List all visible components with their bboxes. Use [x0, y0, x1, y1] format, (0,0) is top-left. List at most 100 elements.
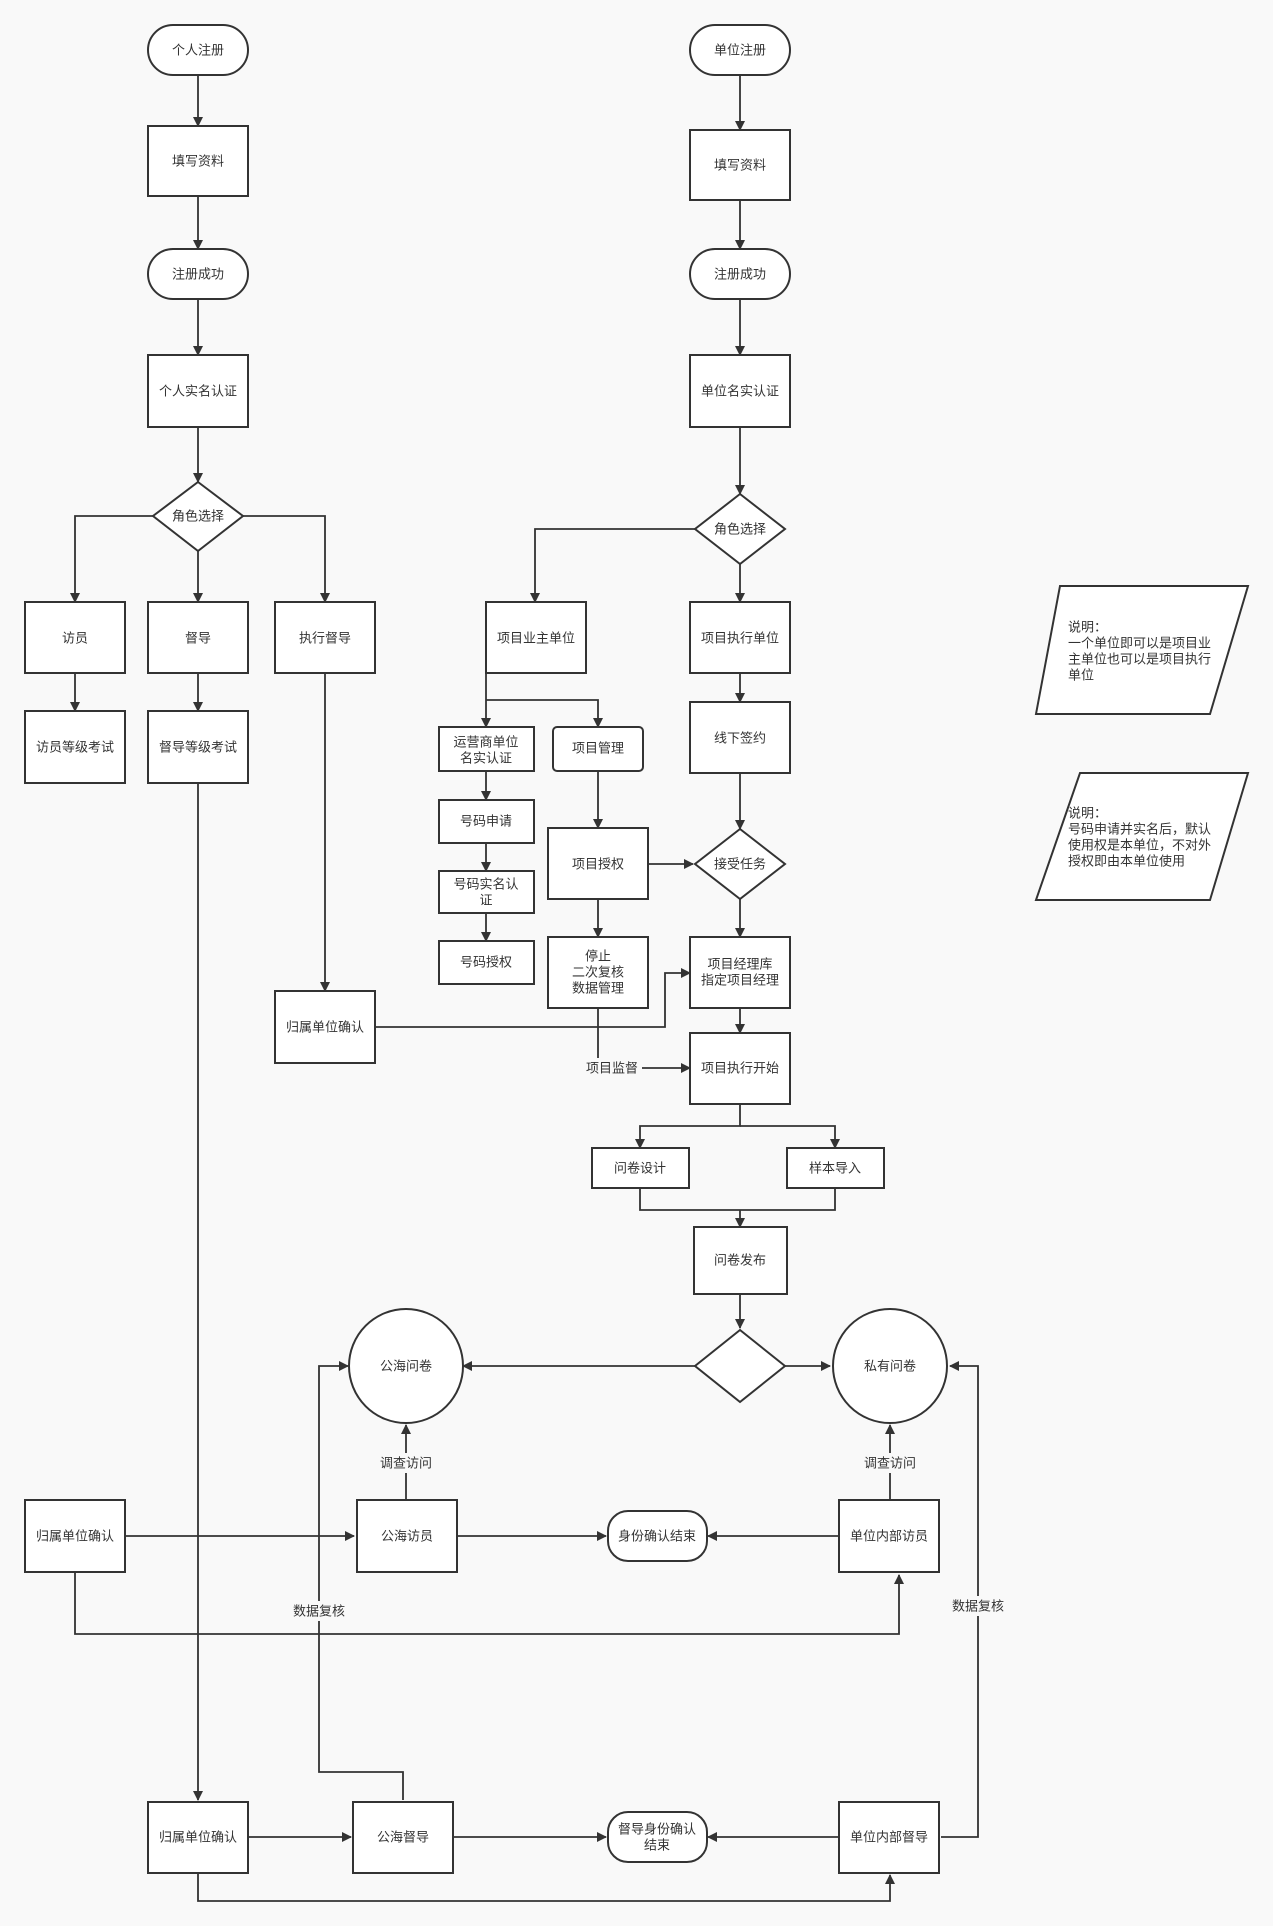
node-identity-confirm-end-label: 身份确认结束 — [618, 1529, 696, 1545]
note-1: 说明： 一个单位即可以是项目业 主单位也可以是项目执行 单位 — [1034, 585, 1250, 715]
node-unit-fill-info: 填写资料 — [689, 129, 791, 201]
node-operator-realname: 运营商单位 名实认证 — [438, 726, 535, 772]
note-2-line-1: 说明： — [1068, 807, 1107, 822]
node-private-questionnaire-label: 私有问卷 — [864, 1359, 916, 1375]
node-project-manage: 项目管理 — [552, 726, 644, 772]
note-1-line-2: 一个单位即可以是项目业 — [1068, 637, 1211, 652]
note-2-line-3: 使用权是本单位，不对外 — [1068, 838, 1211, 854]
node-supervisor-identity-end-label-1: 督导身份确认 — [618, 1822, 696, 1838]
node-number-realname-label-2: 证 — [479, 894, 492, 909]
node-project-owner-label: 项目业主单位 — [497, 632, 575, 647]
node-number-apply: 号码申请 — [438, 799, 535, 844]
node-personal-realname-label: 个人实名认证 — [159, 384, 237, 400]
node-unit-realname-label: 单位名实认证 — [701, 384, 779, 400]
node-personal-fill-info-label: 填写资料 — [172, 155, 224, 170]
edge-belong1-to-pm-pool — [374, 968, 691, 1028]
node-questionnaire-publish-label: 问卷发布 — [714, 1253, 766, 1269]
edges — [70, 76, 979, 1902]
edge-belong2-to-internal-interviewer — [74, 1572, 904, 1635]
node-personal-realname: 个人实名认证 — [147, 354, 249, 428]
node-unit-internal-supervisor-label: 单位内部督导 — [850, 1830, 928, 1846]
node-questionnaire-design-label: 问卷设计 — [614, 1161, 666, 1177]
note-1-line-3: 主单位也可以是项目执行 — [1068, 653, 1211, 668]
edge-role-to-interviewer — [70, 515, 153, 603]
node-offline-sign: 线下签约 — [689, 701, 791, 774]
edge-label-data-review-right: 数据复核 — [952, 1600, 1004, 1615]
note-2-line-4: 授权即由本单位使用 — [1068, 854, 1185, 870]
node-unit-register-label: 单位注册 — [714, 44, 766, 59]
node-sample-import: 样本导入 — [786, 1147, 885, 1189]
edge-belong3-to-internal-supervisor — [197, 1873, 895, 1902]
node-belong-unit-confirm-3: 归属单位确认 — [147, 1801, 249, 1874]
node-unit-register-success-label: 注册成功 — [714, 268, 766, 283]
note-1-line-1: 说明： — [1068, 621, 1107, 636]
node-stop-review: 停止 二次复核 数据管理 — [547, 936, 649, 1009]
node-stop-review-label-1: 停止 — [585, 949, 611, 965]
node-supervisor: 督导 — [147, 601, 249, 674]
node-accept-task: 接受任务 — [693, 827, 787, 901]
node-stop-review-label-3: 数据管理 — [572, 982, 624, 997]
node-questionnaire-publish: 问卷发布 — [693, 1226, 788, 1295]
node-unit-role-select-label: 角色选择 — [714, 522, 766, 538]
node-public-questionnaire-label: 公海问卷 — [380, 1359, 432, 1375]
node-interviewer: 访员 — [24, 601, 126, 674]
node-project-exec-unit-label: 项目执行单位 — [701, 632, 779, 647]
node-unit-internal-supervisor: 单位内部督导 — [838, 1801, 940, 1874]
node-number-apply-label: 号码申请 — [460, 815, 512, 830]
node-accept-task-label: 接受任务 — [714, 857, 766, 873]
node-unit-internal-interviewer-label: 单位内部访员 — [850, 1529, 928, 1545]
node-publish-decision — [693, 1328, 787, 1404]
note-2: 说明： 号码申请并实名后，默认 使用权是本单位，不对外 授权即由本单位使用 — [1034, 772, 1250, 901]
node-personal-fill-info: 填写资料 — [147, 125, 249, 197]
node-public-supervisor: 公海督导 — [352, 1801, 454, 1874]
edge-label-data-review-left: 数据复核 — [293, 1605, 345, 1620]
node-pm-pool-label-1: 项目经理库 — [707, 957, 772, 973]
edge-public-supervisor-data-review — [318, 1361, 404, 1800]
node-pm-pool-label-2: 指定项目经理 — [701, 974, 779, 989]
node-belong-unit-confirm-2: 归属单位确认 — [24, 1499, 126, 1573]
edge-role-to-exec-supervisor — [243, 515, 330, 603]
node-supervisor-identity-end: 督导身份确认 结束 — [607, 1811, 708, 1863]
node-number-realname-label-1: 号码实名认 — [453, 877, 518, 893]
node-interviewer-exam: 访员等级考试 — [24, 710, 126, 784]
edge-design-join — [639, 1188, 836, 1211]
node-belong-unit-confirm-3-label: 归属单位确认 — [159, 1831, 237, 1846]
node-offline-sign-label: 线下签约 — [714, 731, 766, 747]
node-number-auth: 号码授权 — [438, 940, 535, 985]
node-public-interviewer-label: 公海访员 — [381, 1530, 433, 1545]
node-personal-role-select-label: 角色选择 — [172, 509, 224, 525]
edge-labels: 项目监督 调查访问 调查访问 数据复核 数据复核 — [290, 1058, 1008, 1621]
node-public-interviewer: 公海访员 — [356, 1499, 458, 1573]
node-supervisor-identity-end-label-2: 结束 — [644, 1839, 670, 1854]
node-exec-supervisor: 执行督导 — [274, 601, 376, 674]
node-project-manage-label: 项目管理 — [572, 742, 624, 757]
node-stop-review-label-2: 二次复核 — [572, 965, 624, 981]
node-private-questionnaire: 私有问卷 — [832, 1308, 948, 1424]
node-unit-register-success: 注册成功 — [689, 248, 791, 300]
node-number-realname: 号码实名认 证 — [438, 870, 535, 914]
node-personal-register: 个人注册 — [147, 24, 249, 76]
node-supervisor-exam-label: 督导等级考试 — [159, 740, 237, 756]
edge-unit-role-to-owner — [530, 528, 695, 603]
node-unit-role-select: 角色选择 — [693, 492, 787, 566]
node-personal-register-success: 注册成功 — [147, 248, 249, 300]
edge-owner-to-project-manage — [486, 699, 603, 728]
edge-start-split — [635, 1104, 741, 1149]
node-project-auth: 项目授权 — [547, 827, 649, 900]
node-interviewer-label: 访员 — [62, 632, 88, 647]
node-questionnaire-design: 问卷设计 — [591, 1147, 690, 1189]
node-supervisor-exam: 督导等级考试 — [147, 710, 249, 784]
node-operator-realname-label-2: 名实认证 — [460, 751, 512, 767]
node-project-start-label: 项目执行开始 — [701, 1062, 779, 1077]
node-identity-confirm-end: 身份确认结束 — [607, 1510, 708, 1562]
node-belong-unit-confirm-1: 归属单位确认 — [274, 990, 376, 1064]
node-operator-realname-label-1: 运营商单位 — [453, 736, 518, 751]
note-2-line-2: 号码申请并实名后，默认 — [1068, 822, 1211, 838]
node-personal-register-label: 个人注册 — [172, 44, 224, 59]
node-pm-pool: 项目经理库 指定项目经理 — [689, 936, 791, 1009]
node-unit-internal-interviewer: 单位内部访员 — [838, 1499, 940, 1573]
node-public-questionnaire: 公海问卷 — [348, 1308, 464, 1424]
node-exec-supervisor-label: 执行督导 — [299, 632, 351, 647]
node-project-start: 项目执行开始 — [689, 1032, 791, 1105]
